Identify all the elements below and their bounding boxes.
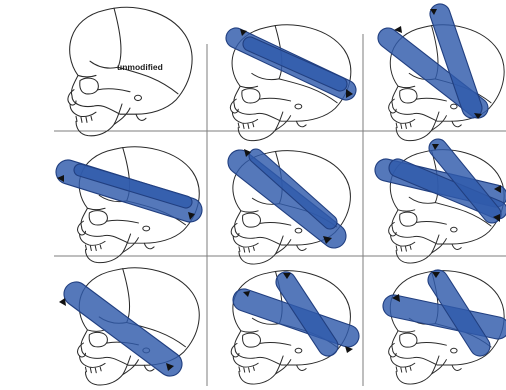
compression-band — [241, 35, 349, 93]
unmodified-label: unmodified — [117, 62, 163, 72]
arrowhead — [59, 298, 66, 306]
panel-unmodified: unmodified — [68, 7, 192, 135]
